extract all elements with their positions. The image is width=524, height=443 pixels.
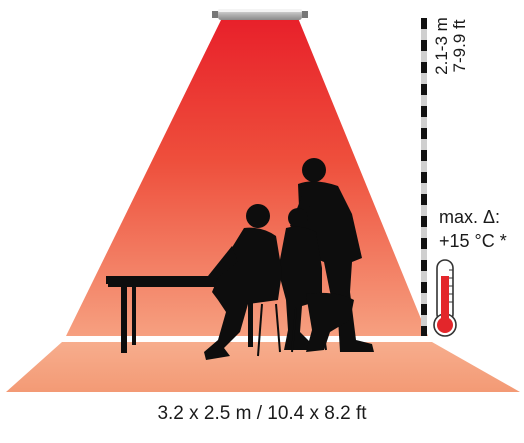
max-delta-title: max. Δ:: [439, 205, 507, 229]
scale-segment: [421, 117, 427, 128]
scale-segment: [421, 150, 427, 161]
mounting-height-metric: 2.1-3 m: [433, 17, 451, 75]
scale-segment: [421, 51, 427, 62]
scale-segment: [421, 161, 427, 172]
scale-segment: [421, 326, 427, 336]
scale-segment: [421, 194, 427, 205]
floor-area: [6, 342, 520, 392]
scale-segment: [421, 84, 427, 95]
max-delta-value: +15 °C *: [439, 229, 507, 253]
scale-segment: [421, 293, 427, 304]
scale-segment: [421, 139, 427, 150]
scale-segment: [421, 260, 427, 271]
scale-segment: [421, 106, 427, 117]
scale-segment: [421, 128, 427, 139]
mounting-height-label: 2.1-3 m 7-9.9 ft: [433, 17, 469, 75]
scale-segment: [421, 315, 427, 326]
mounting-height-imperial: 7-9.9 ft: [451, 17, 469, 75]
scale-segment: [421, 282, 427, 293]
scale-segment: [421, 216, 427, 227]
scale-segment: [421, 183, 427, 194]
scale-segment: [421, 172, 427, 183]
scale-segment: [421, 95, 427, 106]
floor-coverage-label: 3.2 x 2.5 m / 10.4 x 8.2 ft: [0, 403, 524, 425]
scale-segment: [421, 18, 427, 29]
thermometer-icon: [434, 260, 456, 336]
scale-segment: [421, 304, 427, 315]
max-delta-label: max. Δ: +15 °C *: [439, 205, 507, 253]
scale-segment: [421, 29, 427, 40]
scale-segment: [421, 227, 427, 238]
scale-segment: [421, 62, 427, 73]
ceiling-heater-icon: [212, 9, 308, 20]
scale-segment: [421, 73, 427, 84]
scale-segment: [421, 205, 427, 216]
height-scale-bar: [421, 18, 427, 336]
scale-segment: [421, 249, 427, 260]
scale-segment: [421, 40, 427, 51]
scale-segment: [421, 271, 427, 282]
scale-segment: [421, 238, 427, 249]
